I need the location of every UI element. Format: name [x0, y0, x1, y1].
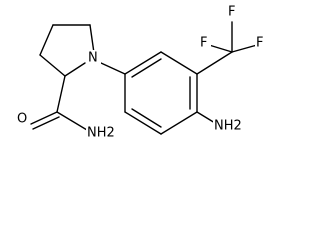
bond-cf3-f-left: [208, 44, 233, 53]
bond-ar5-ar6: [124, 111, 162, 135]
chemical-structure-diagram: N O NH2 NH2 F F F: [17, 4, 264, 141]
bond-carbonyl-c-n: [56, 111, 88, 131]
bond-c2-c3: [39, 54, 66, 77]
fluorine-right-label: F: [256, 36, 263, 51]
carbonyl-oxygen-label: O: [17, 112, 27, 127]
bond-ar2-ar3: [160, 51, 198, 75]
fluorine-left-label: F: [200, 36, 207, 51]
bond-n-c2: [64, 62, 86, 77]
ring-nitrogen-label: N: [88, 51, 98, 66]
bond-c5-n: [89, 24, 95, 54]
bond-ar1-ar2: [124, 51, 162, 75]
bond-c3-c4: [39, 24, 54, 56]
bond-ar4-ar5: [160, 111, 198, 135]
bond-ar3-cf3: [196, 51, 233, 75]
bond-ar4-nh2: [196, 111, 216, 124]
bond-c2-carbonyl-c: [56, 75, 66, 113]
bond-carbonyl-co-2: [32, 116, 60, 130]
aromatic-double-bond-1: [131, 58, 162, 78]
aryl-amine-nh2-label: NH2: [214, 119, 242, 134]
aromatic-double-bond-3: [131, 108, 162, 128]
amide-nh2-label: NH2: [87, 126, 115, 141]
bond-cf3-f-right: [231, 44, 258, 53]
bond-n-aryl: [100, 62, 126, 75]
bond-carbonyl-co-1: [30, 111, 58, 125]
fluorine-top-label: F: [228, 5, 235, 20]
